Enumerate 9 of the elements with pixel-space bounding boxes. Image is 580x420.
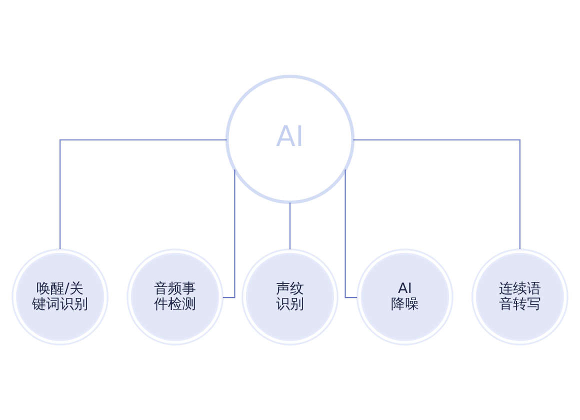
node-circle: AI降噪 (356, 248, 454, 345)
connector (353, 138, 520, 248)
node-circle: 唤醒/关键词识别 (12, 248, 109, 345)
connector (289, 202, 291, 249)
node-circle: AI (225, 74, 355, 204)
connector (60, 138, 227, 248)
node-circle: 连续语音转写 (471, 248, 568, 345)
node-circle: 音频事件检测 (126, 248, 224, 345)
node-circle: 声纹识别 (242, 248, 338, 345)
